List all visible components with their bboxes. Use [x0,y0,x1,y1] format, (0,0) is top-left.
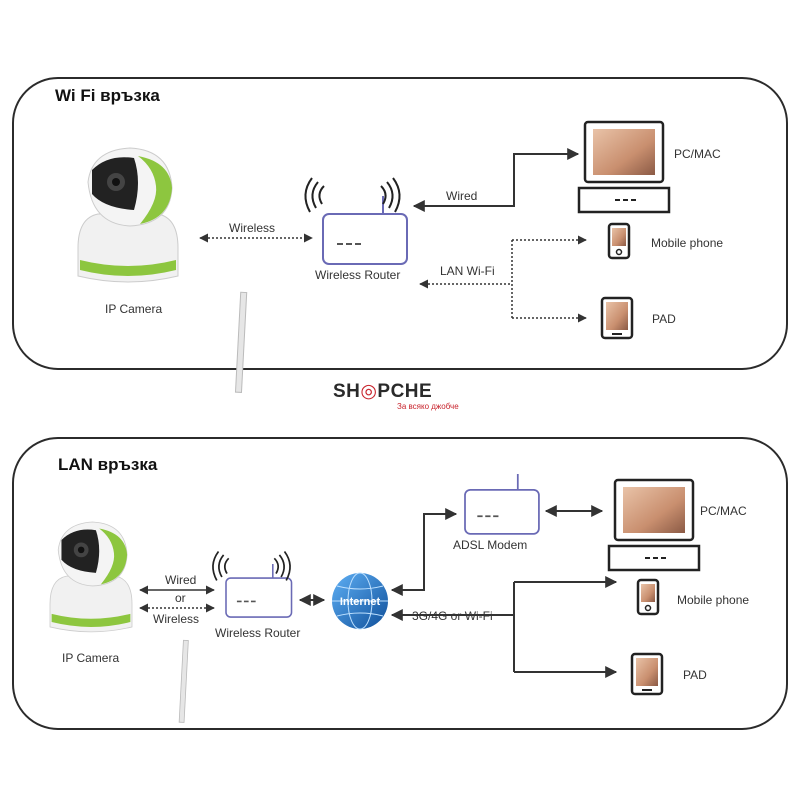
lan-wifi-link-label: LAN Wi-Fi [440,264,495,278]
wifi-waves-right-icon [273,550,291,582]
ip-camera-icon [77,147,248,393]
pc-monitor-icon [607,478,701,572]
camera-label: IP Camera [62,651,119,665]
router-label: Wireless Router [315,268,400,282]
lan-panel-title: LAN връзка [58,455,158,474]
router-label: Wireless Router [215,626,300,640]
pc-monitor-icon [577,120,671,214]
tablet-icon [600,296,634,340]
wifi-waves-left-icon [304,177,325,213]
brand-tagline: За всяко джобче [397,402,459,411]
lan-internet-modem-link [390,508,458,596]
wifi-waves-left-icon [212,550,230,582]
internet-label: Internet [340,596,381,608]
internet-globe-icon [332,572,388,630]
wireless-link-label: Wireless [229,221,275,235]
wired-link-label: Wired [446,189,477,203]
brand-name: SH◎PCHE [333,380,432,403]
wireless-router-icon [225,563,293,618]
camera-label: IP Camera [105,302,162,316]
wireless-link-label: Wireless [153,612,199,626]
modem-label: ADSL Modem [453,538,527,552]
pc-label: PC/MAC [700,504,747,518]
brand-name-right: PCHE [377,381,433,402]
mobile-phone-icon [607,222,631,260]
adsl-modem-icon [464,473,540,535]
tablet-icon [630,652,664,696]
brand-globe-icon: ◎ [360,381,378,402]
phone-label: Mobile phone [677,593,749,607]
wifi-router-pc-link [412,148,580,212]
pad-label: PAD [683,668,707,682]
pc-label: PC/MAC [674,147,721,161]
shopche-logo: SH◎PCHE За всяко джобче [333,380,473,416]
brand-name-left: SH [333,381,361,402]
wifi-panel-title: Wi Fi връзка [55,86,160,105]
pad-label: PAD [652,312,676,326]
mobile-phone-icon [636,578,660,616]
wired-link-label: Wired [165,573,196,587]
wireless-router-icon [322,195,408,265]
3g-4g-wifi-link-label: 3G/4G or Wi-Fi [412,609,493,623]
phone-label: Mobile phone [651,236,723,250]
or-label: or [175,591,186,605]
